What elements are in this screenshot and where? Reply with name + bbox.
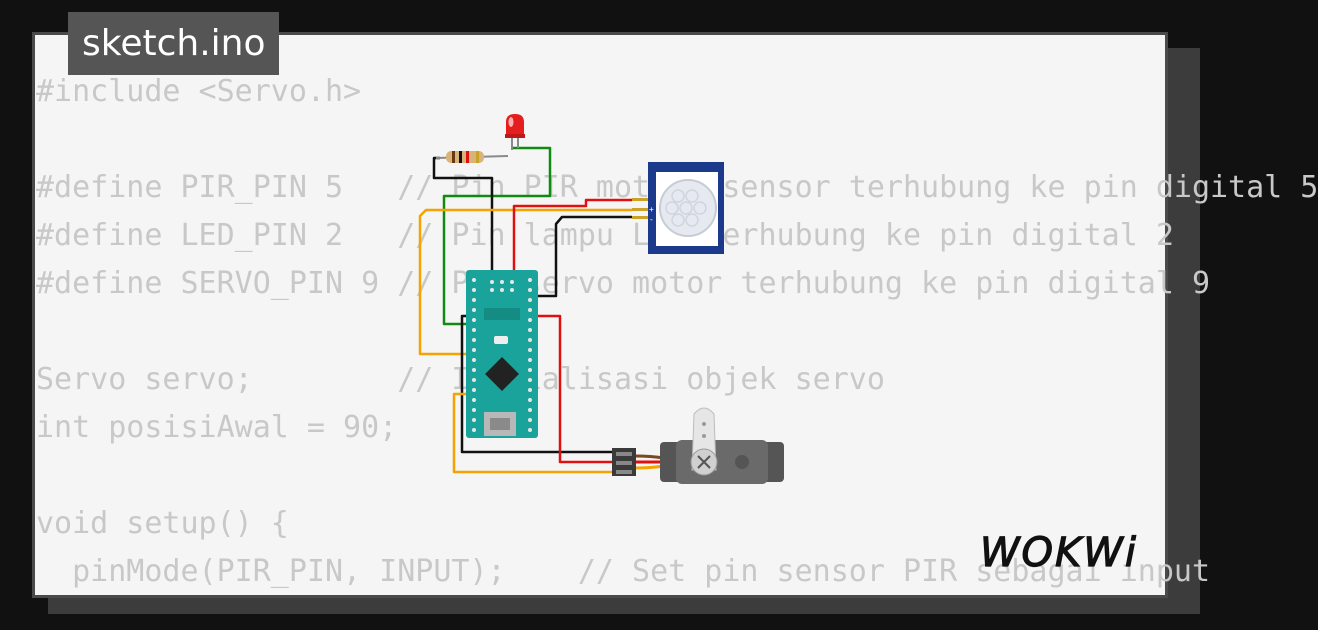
wire-black-resistor [432,156,494,278]
code-line: #include <Servo.h> [36,74,362,109]
svg-text:+: + [649,205,654,214]
wire-red-pir [512,198,632,280]
pir-sensor-icon[interactable]: + - [632,162,724,254]
wire-green-led [442,146,552,326]
code-line: void setup() { [36,506,289,541]
microcontroller-chip [485,357,519,391]
wokwi-logo-text: WOKWi [980,530,1138,576]
close-icon [697,455,711,469]
file-tab[interactable]: sketch.ino [68,12,280,75]
wire-black-pir [532,215,632,298]
code-line: #define PIR_PIN 5 // Pin PIR motion sens… [36,170,1318,205]
servo-icon[interactable] [612,407,784,484]
wire-orange-pir [418,208,632,356]
pin-headers-left [472,278,476,432]
icsp-header [490,280,514,292]
wire-red-servo [534,314,612,464]
reset-button[interactable] [494,336,508,344]
project-preview-card[interactable] [32,32,1168,598]
circuit-diagram[interactable]: + - [0,0,1200,630]
code-line: int posisiAwal = 90; [36,410,398,445]
led-icon[interactable] [505,114,525,150]
arduino-nano-board[interactable] [466,270,538,438]
wire-orange-servo [452,392,612,474]
pin-headers-right [528,278,532,432]
wokwi-logo[interactable]: WOKWi [978,528,1150,576]
resistor-icon[interactable] [435,151,509,163]
svg-text:-: - [649,215,654,224]
